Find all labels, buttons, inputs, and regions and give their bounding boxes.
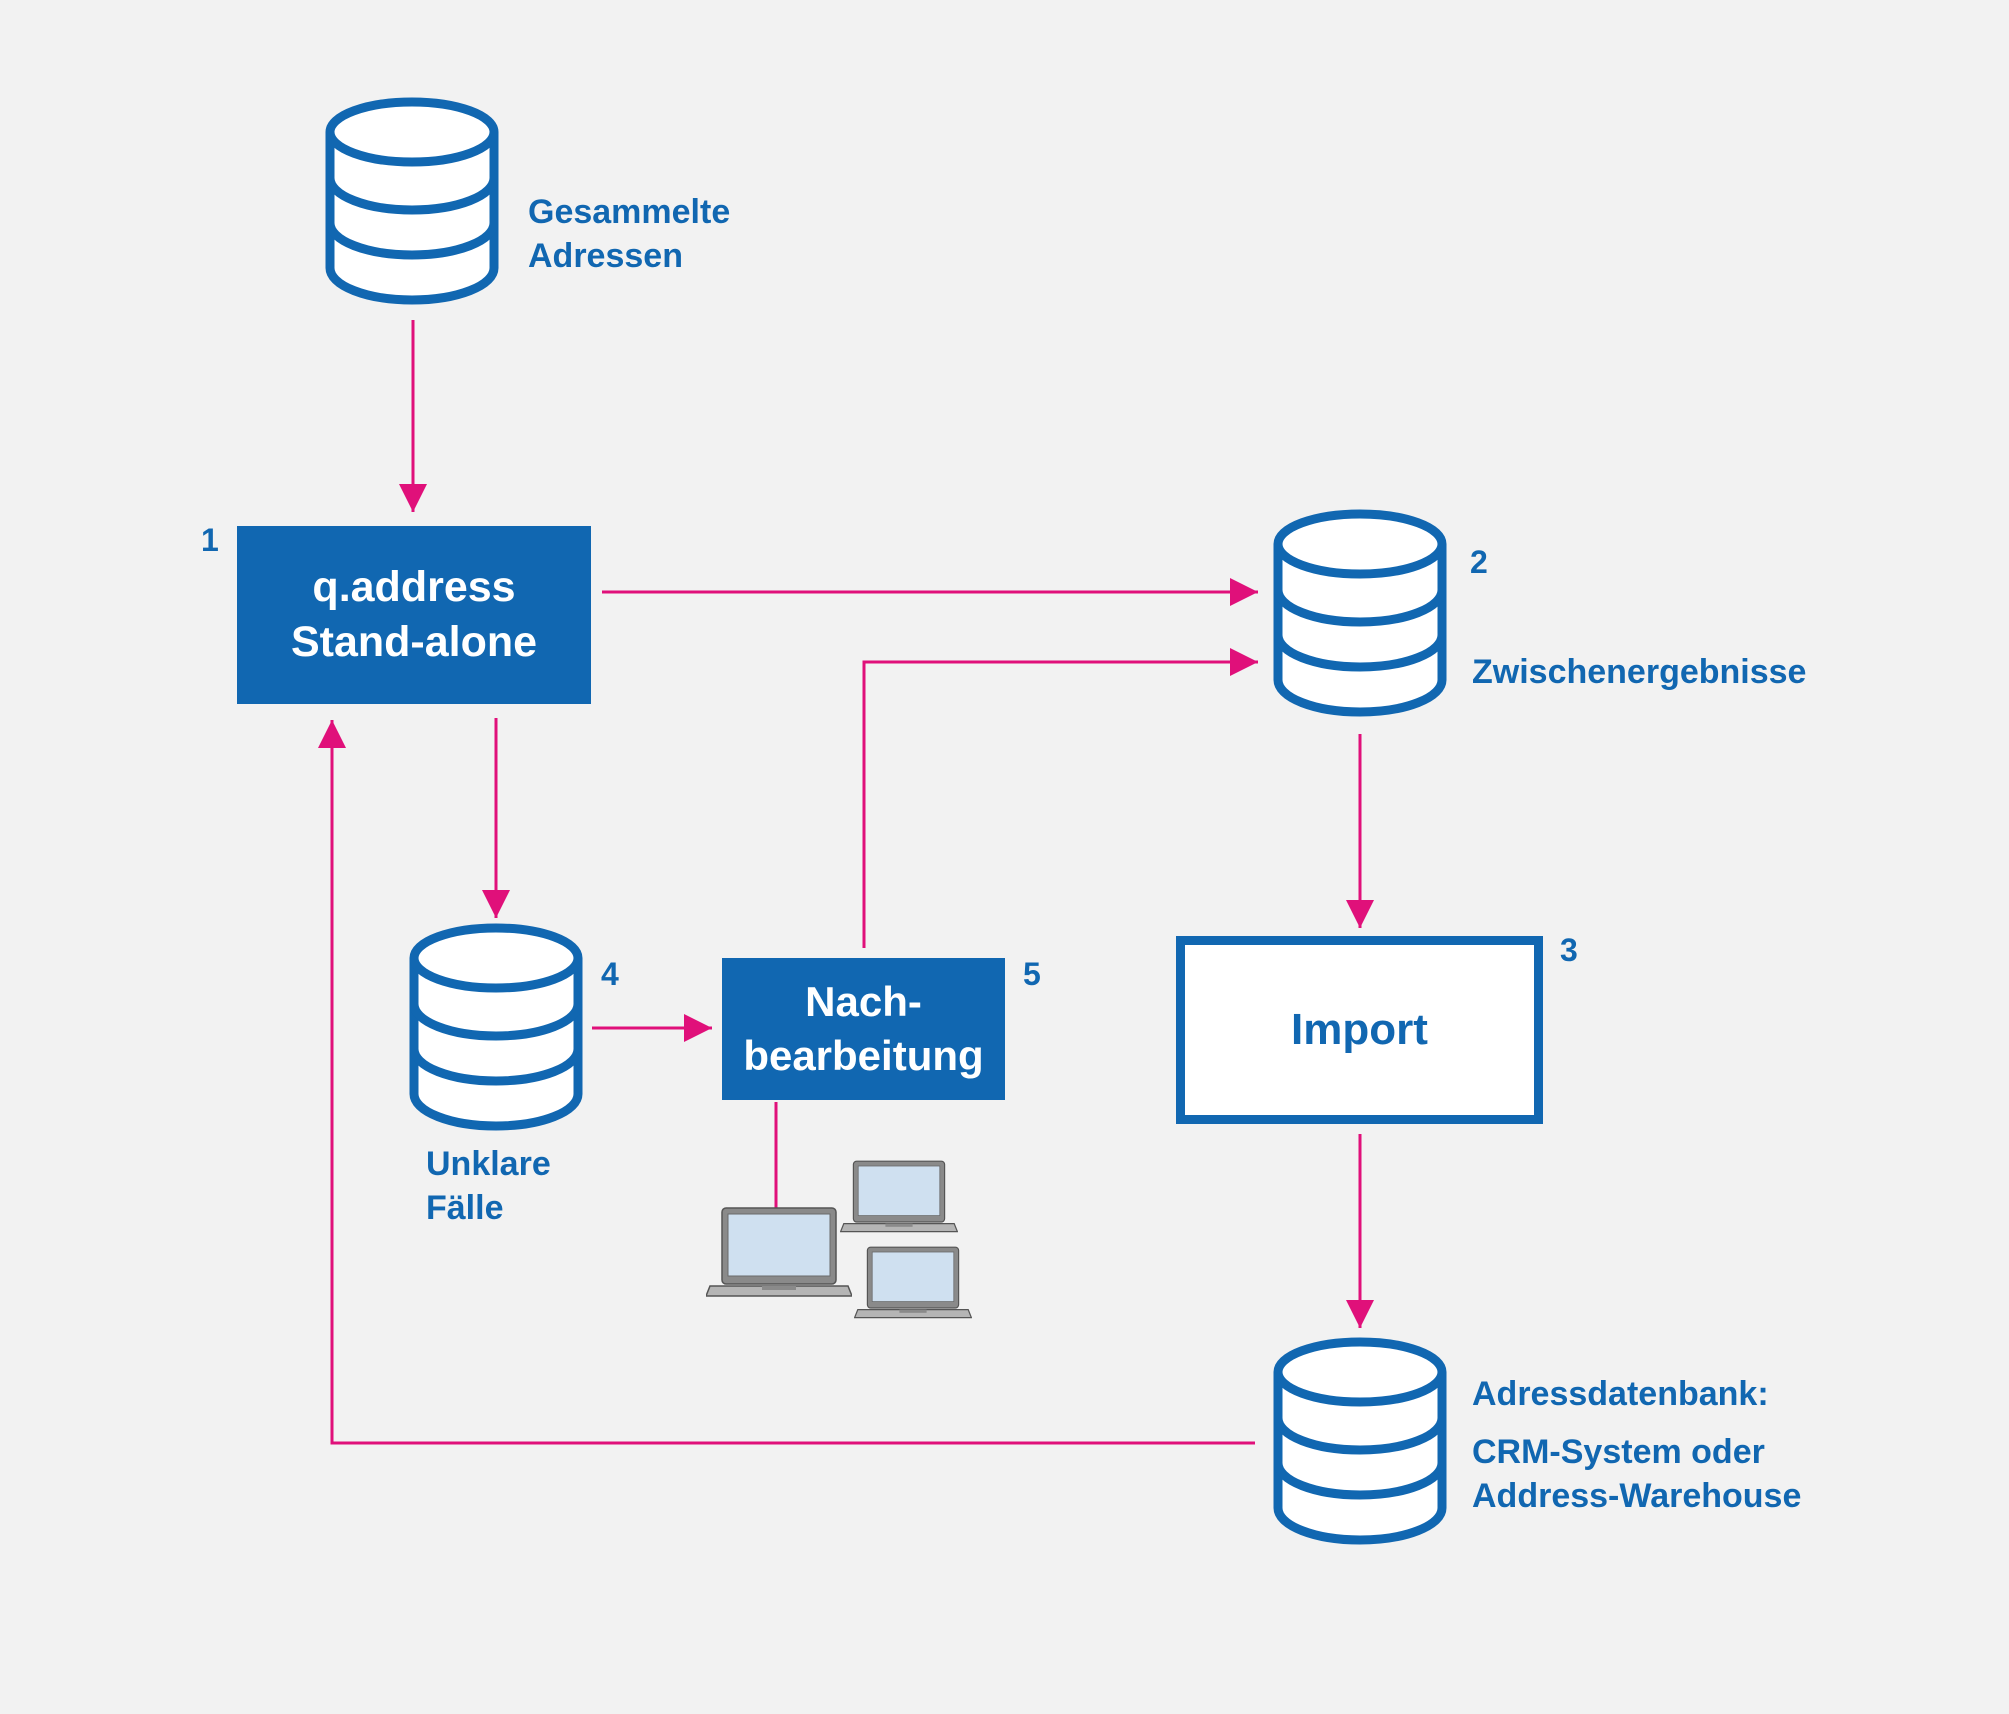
- step-number-4: 4: [601, 956, 619, 992]
- step-number-3: 3: [1560, 932, 1578, 968]
- collected-label-line1: Gesammelte: [528, 193, 731, 231]
- postprocessing-line2: bearbeitung: [743, 1032, 984, 1079]
- database-icon-address-db: [1273, 1337, 1447, 1545]
- collected-label: Gesammelte Adressen: [528, 190, 730, 278]
- unclear-label-line1: Unklare: [426, 1145, 551, 1183]
- laptop-icon-1: [706, 1207, 852, 1297]
- qaddress-box: q.address Stand-alone: [237, 526, 591, 704]
- laptop-icon-2: [840, 1160, 958, 1233]
- database-icon-unclear: [409, 923, 583, 1131]
- database-icon-intermediate: [1273, 509, 1447, 717]
- import-box: Import: [1176, 936, 1543, 1124]
- unclear-label: Unklare Fälle: [426, 1142, 551, 1230]
- postprocessing-line1: Nach-: [805, 978, 922, 1026]
- qaddress-line2: Stand-alone: [290, 618, 538, 666]
- qaddress-line1: q.address: [312, 562, 516, 611]
- import-label: Import: [1291, 1004, 1428, 1054]
- arrow-postprocessing-to-intermediate: [862, 648, 1258, 948]
- address-db-label: CRM-System oder Address-Warehouse: [1472, 1430, 1801, 1518]
- address-db-label-line1: CRM-System oder: [1472, 1433, 1765, 1471]
- database-icon-collected: [325, 97, 499, 305]
- unclear-label-line2: Fälle: [426, 1189, 504, 1227]
- address-db-title: Adressdatenbank:: [1472, 1375, 1769, 1413]
- arrow-address-db-to-qaddress: [318, 720, 1255, 1445]
- step-number-1: 1: [201, 522, 219, 558]
- step-number-5: 5: [1023, 956, 1041, 992]
- step-number-2: 2: [1470, 544, 1488, 580]
- address-db-label-line2: Address-Warehouse: [1472, 1477, 1802, 1515]
- postprocessing-box: Nach- bearbeitung: [722, 958, 1005, 1100]
- intermediate-label: Zwischenergebnisse: [1472, 653, 1807, 691]
- laptop-icon-3: [854, 1246, 972, 1319]
- collected-label-line2: Adressen: [528, 237, 683, 275]
